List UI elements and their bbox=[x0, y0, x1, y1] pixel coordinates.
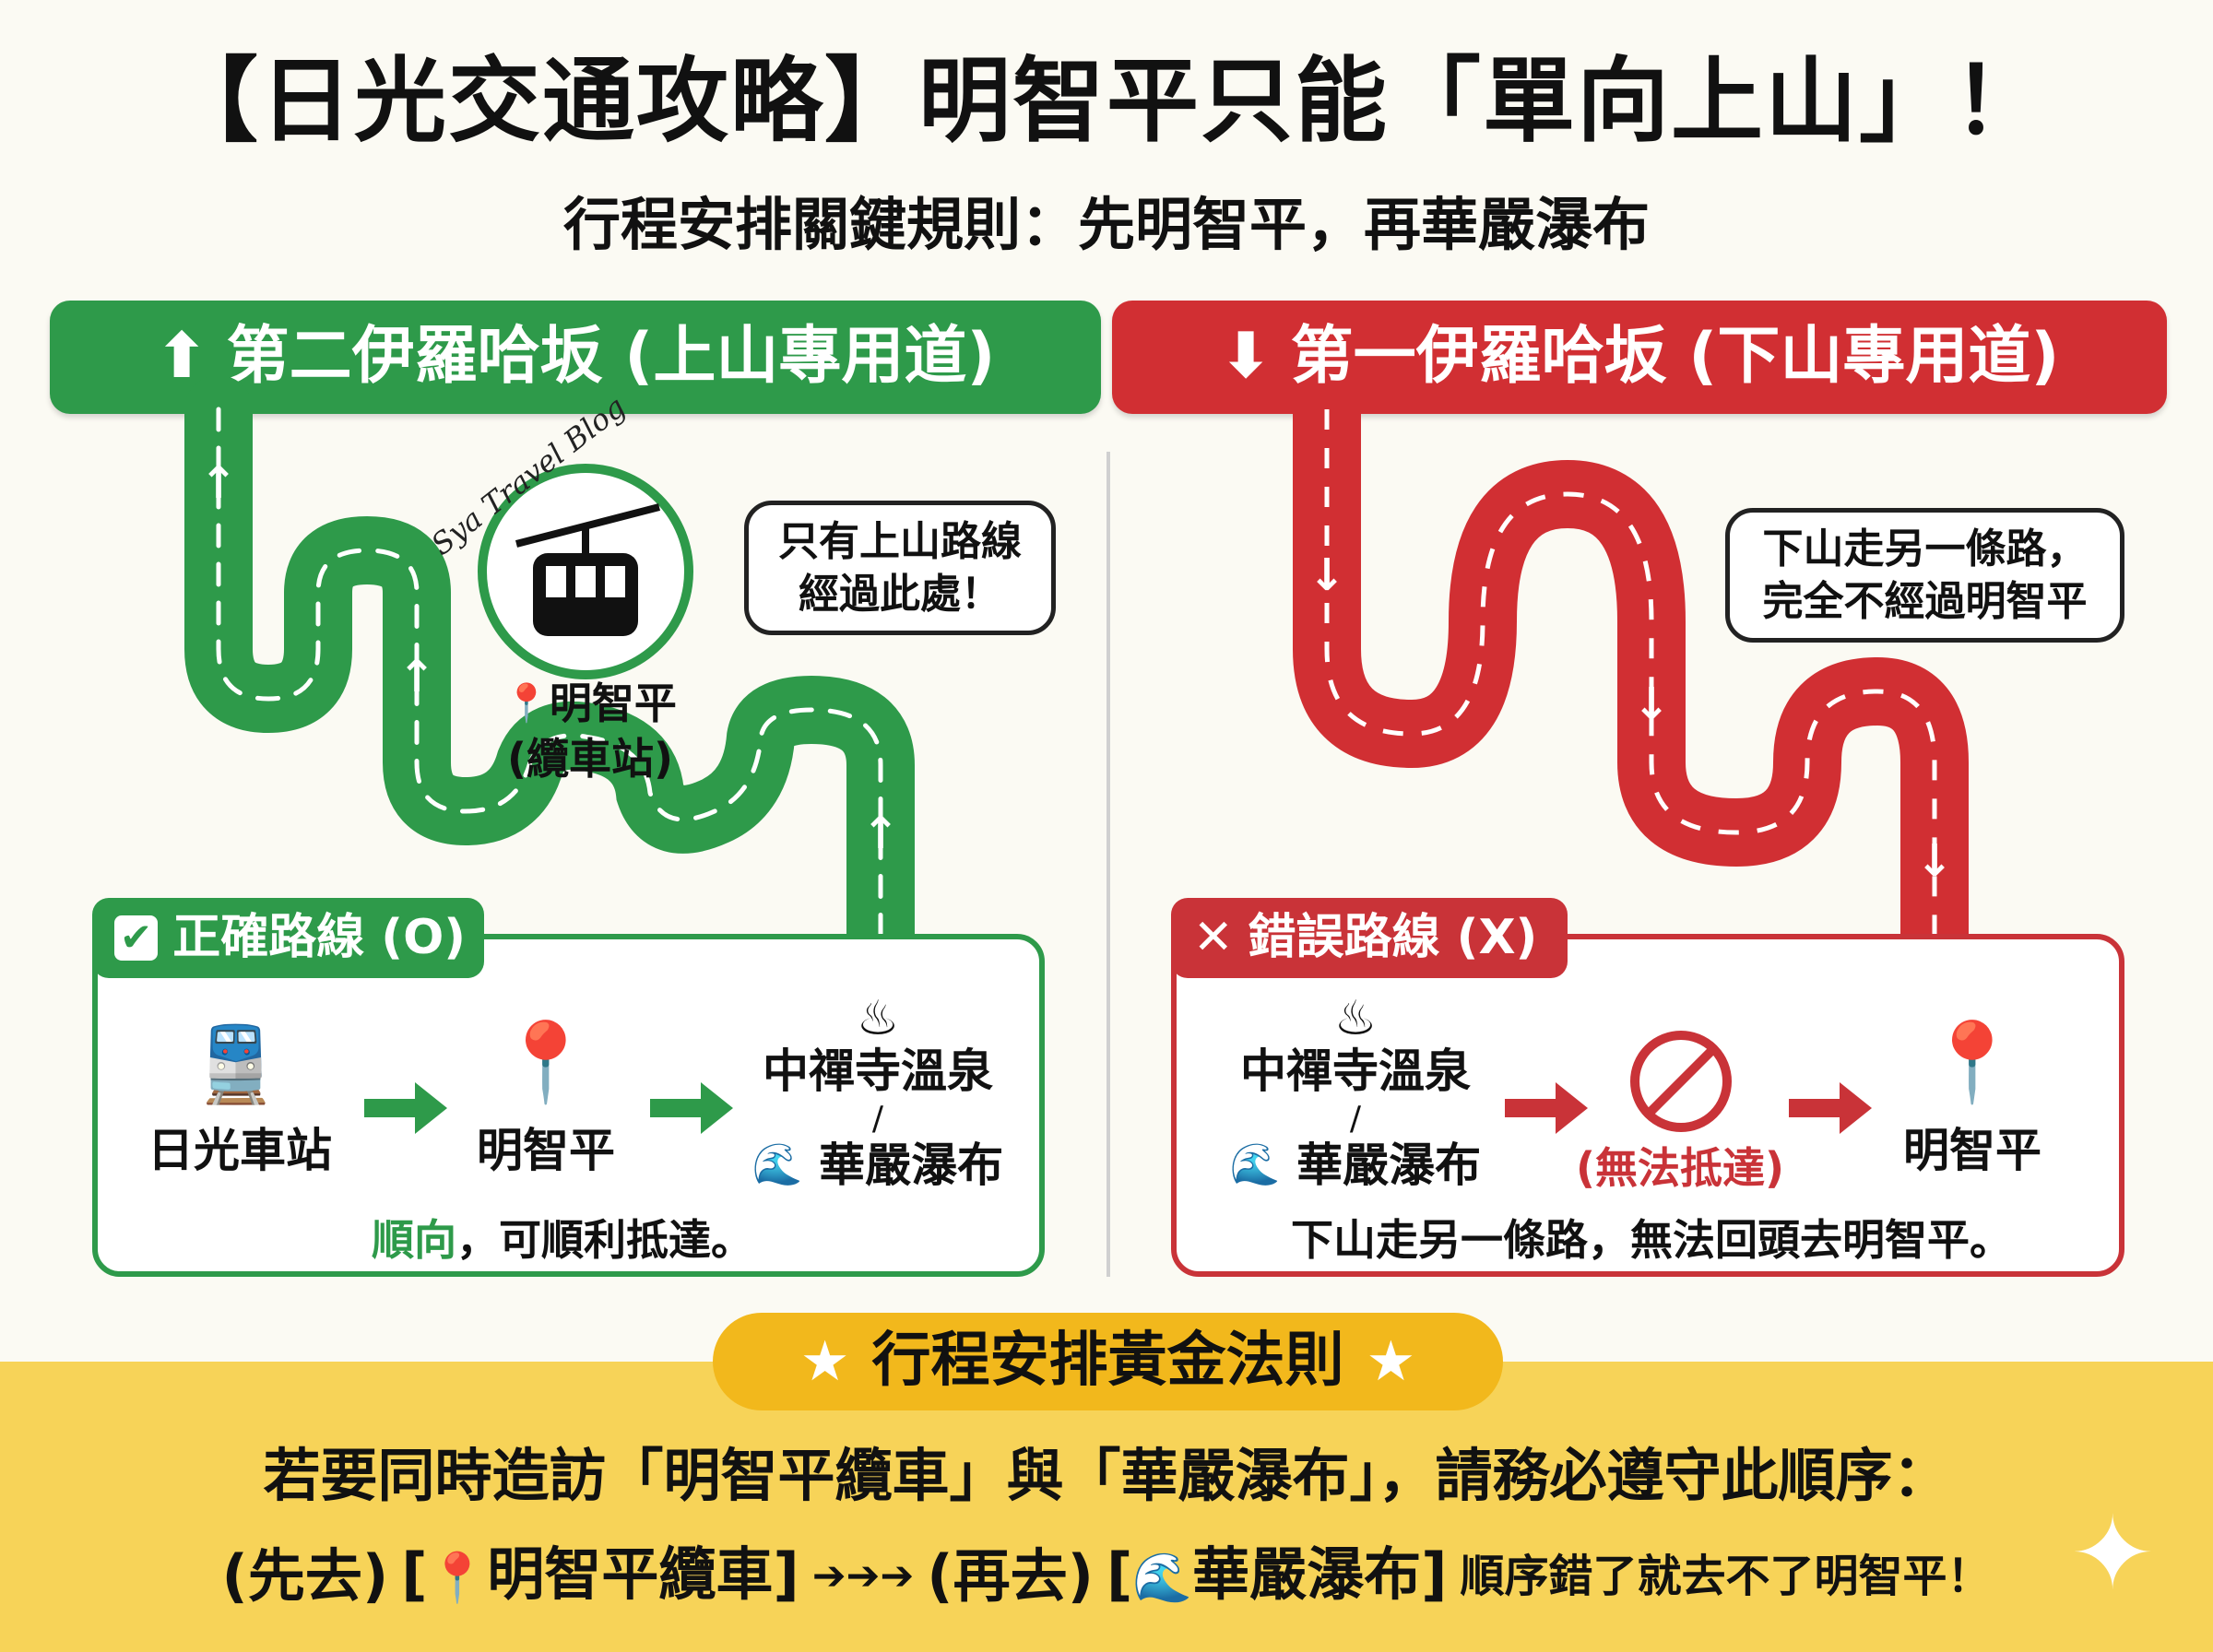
pin-label-text: 明智平 bbox=[549, 678, 677, 728]
sparkle-icon: ✦ bbox=[2070, 1494, 2156, 1612]
correct-route-footer: 順向，可順利抵達。 bbox=[372, 1217, 753, 1263]
green-arrow-icon bbox=[364, 1082, 447, 1134]
x-icon: ✕ bbox=[1193, 909, 1234, 965]
map-pin-icon: 📍 bbox=[427, 1551, 488, 1606]
step-label: 日光車站 bbox=[148, 1124, 332, 1177]
prohibited-icon bbox=[1630, 1031, 1732, 1132]
road-arrows: ↑ ↑ ↑ ↓ ↓ ↓ bbox=[200, 457, 1953, 887]
golden-rule-text: 若要同時造訪「明智平纜車」與「華嚴瀑布」，請務必遵守此順序： bbox=[263, 1442, 1950, 1509]
footer-text: ，可順利抵達。 bbox=[456, 1215, 753, 1265]
cable-car-icon bbox=[478, 464, 693, 679]
map-pin-icon: 📍 bbox=[503, 682, 550, 725]
arrow-down-icon: ⬇ bbox=[1219, 320, 1272, 394]
separator: / bbox=[871, 1100, 884, 1138]
red-arrow-icon bbox=[1789, 1082, 1872, 1134]
step-label: 明智平 bbox=[477, 1124, 615, 1177]
correct-route-tab: ✔ 正確路線 (O) bbox=[92, 898, 484, 978]
road-arrow-up-icon: ↑ bbox=[200, 457, 237, 509]
cable-car-station-label: (纜車站) bbox=[506, 734, 674, 784]
waterfall-label: 🌊 華嚴瀑布 bbox=[1230, 1141, 1481, 1189]
map-pin-icon: 📍 bbox=[1923, 1017, 2021, 1107]
warning-text: 順序錯了就去不了明智平！ bbox=[1460, 1551, 1992, 1602]
wave-icon: 🌊 bbox=[1229, 1141, 1281, 1188]
downhill-speech-bubble: 下山走另一條路， 完全不經過明智平 bbox=[1725, 508, 2124, 643]
golden-rule-order: (先去) [📍明智平纜車] ➔➔➔ (再去) [🌊華嚴瀑布] 順序錯了就去不了明… bbox=[222, 1541, 1992, 1611]
road-arrow-down-icon: ↓ bbox=[1633, 678, 1670, 730]
arrows-icon: ➔➔➔ bbox=[811, 1552, 915, 1599]
red-arrow-icon bbox=[1505, 1082, 1588, 1134]
golden-rule-badge: ★ 行程安排黃金法則 ★ bbox=[713, 1313, 1503, 1410]
then-item: [🌊華嚴瀑布] bbox=[1106, 1540, 1448, 1608]
step-label: 華嚴瀑布 bbox=[1296, 1139, 1482, 1192]
star-icon: ★ bbox=[799, 1328, 850, 1394]
road-arrow-down-icon: ↓ bbox=[1308, 549, 1345, 601]
correct-route-panel bbox=[92, 934, 1045, 1277]
step-label: 中禪寺溫泉 bbox=[763, 1044, 993, 1098]
step-label: 華嚴瀑布 bbox=[819, 1139, 1004, 1192]
bubble-line: 下山走另一條路， bbox=[1762, 525, 2088, 572]
star-icon: ★ bbox=[1366, 1328, 1416, 1394]
then-label: (再去) bbox=[927, 1542, 1094, 1610]
road-arrow-down-icon: ↓ bbox=[1916, 835, 1953, 887]
wrong-route-panel bbox=[1171, 934, 2124, 1277]
separator: / bbox=[1349, 1100, 1362, 1138]
downhill-road bbox=[1293, 409, 1969, 940]
downhill-road-banner: ⬇ 第一伊羅哈坂 (下山專用道) bbox=[1112, 301, 2167, 414]
first-item: [📍明智平纜車] bbox=[401, 1540, 799, 1608]
wrong-route-label: 錯誤路線 (X) bbox=[1248, 909, 1538, 965]
unreachable-label: (無法抵達) bbox=[1575, 1143, 1785, 1193]
first-item-text: 明智平纜車 bbox=[487, 1540, 774, 1608]
page-subtitle: 行程安排關鍵規則：先明智平，再華嚴瀑布 bbox=[562, 191, 1651, 258]
uphill-road-title: 第二伊羅哈坂 (上山專用道) bbox=[226, 320, 996, 394]
golden-rule-title: 行程安排黃金法則 bbox=[871, 1327, 1344, 1396]
correct-route-label: 正確路線 (O) bbox=[172, 909, 467, 965]
step-label: 明智平 bbox=[1903, 1124, 2041, 1177]
arrow-up-icon: ⬆ bbox=[155, 320, 208, 394]
wave-icon: 🌊 bbox=[751, 1141, 803, 1188]
step-label: 中禪寺溫泉 bbox=[1240, 1044, 1471, 1098]
then-item-text: 華嚴瀑布 bbox=[1192, 1540, 1422, 1608]
waterfall-label: 🌊 華嚴瀑布 bbox=[752, 1141, 1003, 1189]
mingchidaira-pin-label: 📍明智平 bbox=[503, 680, 677, 726]
first-label: (先去) bbox=[221, 1542, 389, 1610]
hot-spring-icon: ♨ bbox=[1333, 991, 1378, 1046]
wave-icon: 🌊 bbox=[1132, 1551, 1193, 1606]
bubble-line: 經過此處！ bbox=[799, 571, 1001, 618]
green-arrow-icon bbox=[650, 1082, 733, 1134]
downhill-road-title: 第一伊羅哈坂 (下山專用道) bbox=[1290, 320, 2060, 394]
divider bbox=[1106, 452, 1110, 1277]
road-arrow-up-icon: ↑ bbox=[862, 808, 899, 859]
uphill-speech-bubble: 只有上山路線經過此處！ bbox=[744, 501, 1056, 635]
uphill-road bbox=[184, 375, 915, 974]
road-arrow-up-icon: ↑ bbox=[398, 651, 435, 702]
hot-spring-icon: ♨ bbox=[856, 991, 900, 1046]
uphill-road-banner: ⬆ 第二伊羅哈坂 (上山專用道) bbox=[50, 301, 1101, 414]
bubble-line: 完全不經過明智平 bbox=[1762, 578, 2088, 625]
checkmark-icon: ✔ bbox=[114, 915, 159, 961]
wrong-route-tab: ✕ 錯誤路線 (X) bbox=[1171, 898, 1568, 978]
footer-highlight: 順向 bbox=[372, 1215, 456, 1265]
wrong-route-footer: 下山走另一條路，無法回頭去明智平。 bbox=[1291, 1215, 2012, 1265]
page-title: 【日光交通攻略】明智平只能「單向上山」！ bbox=[166, 47, 2047, 155]
bubble-line: 只有上山路線 bbox=[778, 517, 1022, 565]
train-icon: 🚆 bbox=[190, 1021, 282, 1107]
map-pin-icon: 📍 bbox=[497, 1017, 595, 1107]
